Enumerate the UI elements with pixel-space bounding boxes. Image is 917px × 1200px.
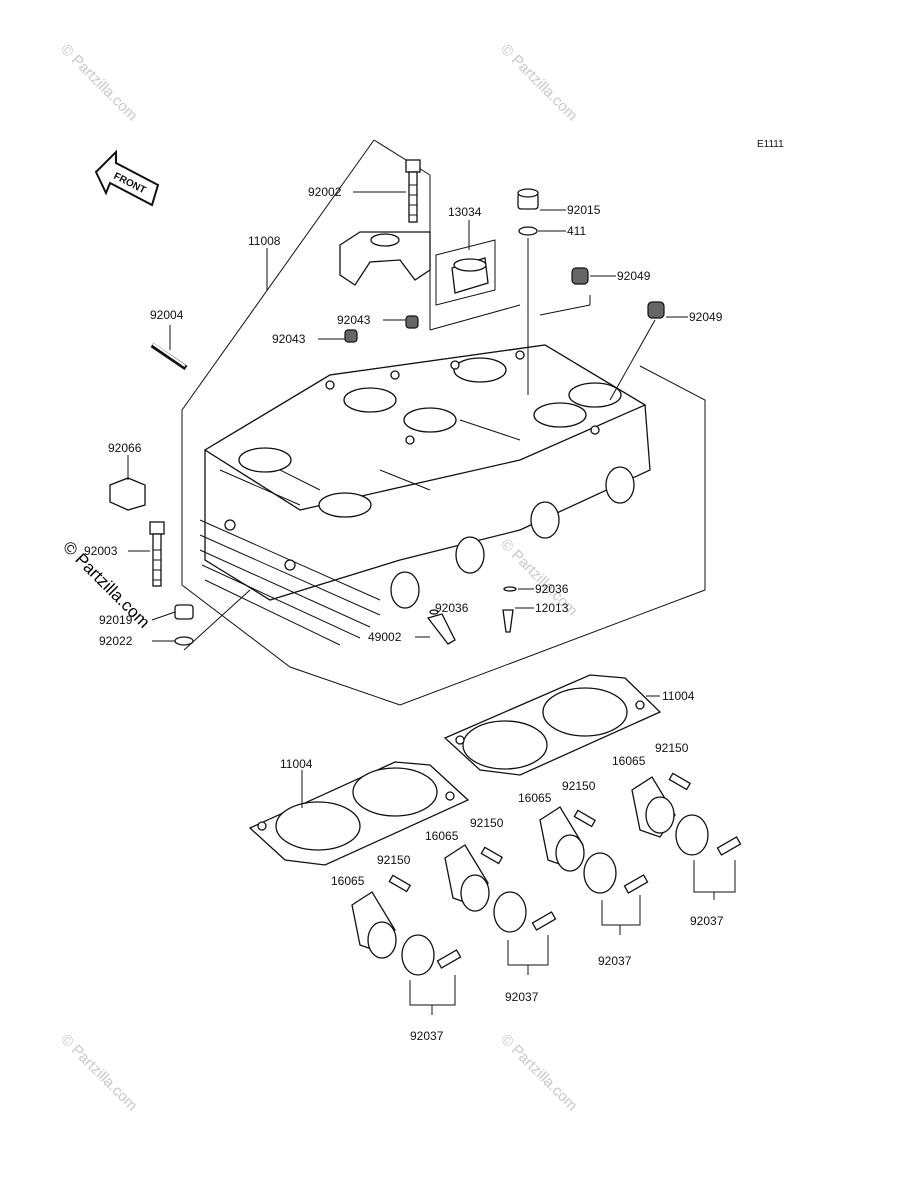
block-92066: [109, 477, 146, 511]
diagram-code: E1111: [757, 139, 784, 150]
bearing-insert: [435, 239, 496, 306]
head-outline: [181, 139, 706, 706]
cam-cap-assembly: [339, 159, 431, 343]
part-labels: 11008 92002 13034 92015 411 92049 92049 …: [84, 185, 724, 1043]
nut-92019: [174, 589, 251, 651]
oil-seals: [571, 267, 665, 401]
label-11004: 11004: [662, 689, 695, 703]
label-92066: 92066: [108, 441, 142, 455]
intake-holder-3: [539, 806, 649, 894]
watermark: © Partzilla.com: [57, 1031, 140, 1114]
front-arrow-icon: FRONT: [94, 149, 160, 207]
label-16065: 16065: [425, 829, 459, 843]
label-92150: 92150: [655, 741, 689, 755]
label-92037: 92037: [505, 990, 539, 1004]
label-92150: 92150: [377, 853, 411, 867]
label-92049: 92049: [689, 310, 723, 324]
bolt-92003: [149, 521, 165, 587]
label-92037: 92037: [690, 914, 724, 928]
small-parts: [426, 586, 517, 645]
label-49002: 49002: [368, 630, 402, 644]
cylinder-head: [199, 344, 651, 646]
label-92043: 92043: [337, 313, 371, 327]
head-gasket-left: [248, 761, 470, 866]
label-411: 411: [567, 224, 586, 238]
label-92037: 92037: [410, 1029, 444, 1043]
label-12013: 12013: [535, 601, 569, 615]
intake-holder-1: [351, 874, 462, 976]
label-92036: 92036: [435, 601, 469, 615]
label-92004: 92004: [150, 308, 184, 322]
head-gasket-right: [443, 674, 662, 776]
label-92037: 92037: [598, 954, 632, 968]
label-11008: 11008: [248, 234, 281, 248]
label-92036: 92036: [535, 582, 569, 596]
watermark: © Partzilla.com: [57, 41, 140, 124]
label-16065: 16065: [518, 791, 552, 805]
label-92002: 92002: [308, 185, 342, 199]
label-16065: 16065: [612, 754, 646, 768]
leader-lines: [127, 191, 688, 808]
clamp-brackets: [409, 860, 736, 1015]
nut-and-washer: [517, 188, 539, 395]
watermark: © Partzilla.com: [497, 1031, 580, 1114]
intake-holder-2: [444, 844, 557, 933]
stud-92004: [150, 342, 188, 371]
label-92150: 92150: [562, 779, 596, 793]
intake-holder-4: [631, 772, 742, 856]
label-11004: 11004: [280, 757, 313, 771]
label-92150: 92150: [470, 816, 504, 830]
label-92022: 92022: [99, 634, 133, 648]
label-92043: 92043: [272, 332, 306, 346]
label-92015: 92015: [567, 203, 601, 217]
label-92003: 92003: [84, 544, 118, 558]
label-16065: 16065: [331, 874, 365, 888]
watermark: © Partzilla.com: [497, 41, 580, 124]
label-92049: 92049: [617, 269, 651, 283]
label-13034: 13034: [448, 205, 482, 219]
label-92019: 92019: [99, 613, 133, 627]
